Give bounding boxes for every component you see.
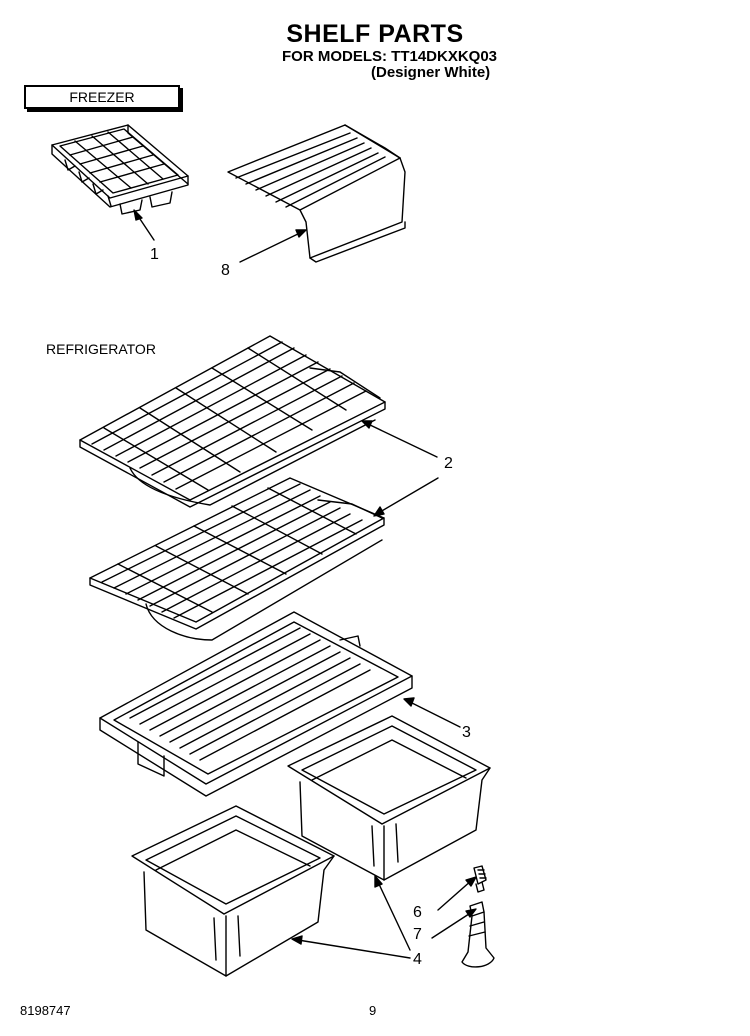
leader-line-1 <box>133 209 155 241</box>
callout-7: 7 <box>413 926 422 943</box>
crisper-cover <box>99 611 413 797</box>
leader-lines-4 <box>291 875 411 959</box>
wire-shelf-upper <box>79 335 386 508</box>
leader-line-8 <box>239 229 307 263</box>
leader-lines-6-7 <box>431 876 477 939</box>
freezer-section-label: FREEZER <box>24 85 180 109</box>
ice-cube-tray <box>51 124 189 215</box>
leader-line-2-lower <box>373 477 439 517</box>
crisper-drawer-right <box>287 715 491 881</box>
callout-6: 6 <box>413 904 422 921</box>
callout-1: 1 <box>150 246 159 263</box>
callout-4: 4 <box>413 951 422 968</box>
freezer-wire-shelf <box>227 124 406 263</box>
model-variant: (Designer White) <box>371 64 491 81</box>
models-line: FOR MODELS: TT14DKXKQ03 <box>282 48 498 65</box>
refrigerator-section-label: REFRIGERATOR <box>46 341 156 357</box>
wire-shelf-lower <box>89 477 385 641</box>
document-part-number: 8198747 <box>20 1003 71 1018</box>
page-number: 9 <box>369 1003 377 1018</box>
callout-3: 3 <box>462 724 471 741</box>
callout-2: 2 <box>444 455 453 472</box>
callout-8: 8 <box>221 262 230 279</box>
crisper-drawer-left <box>131 805 335 977</box>
page-title: SHELF PARTS <box>286 20 464 48</box>
leader-line-2-upper <box>361 420 438 458</box>
leader-line-3 <box>403 697 461 728</box>
leveling-screw-part-6 <box>473 865 487 893</box>
